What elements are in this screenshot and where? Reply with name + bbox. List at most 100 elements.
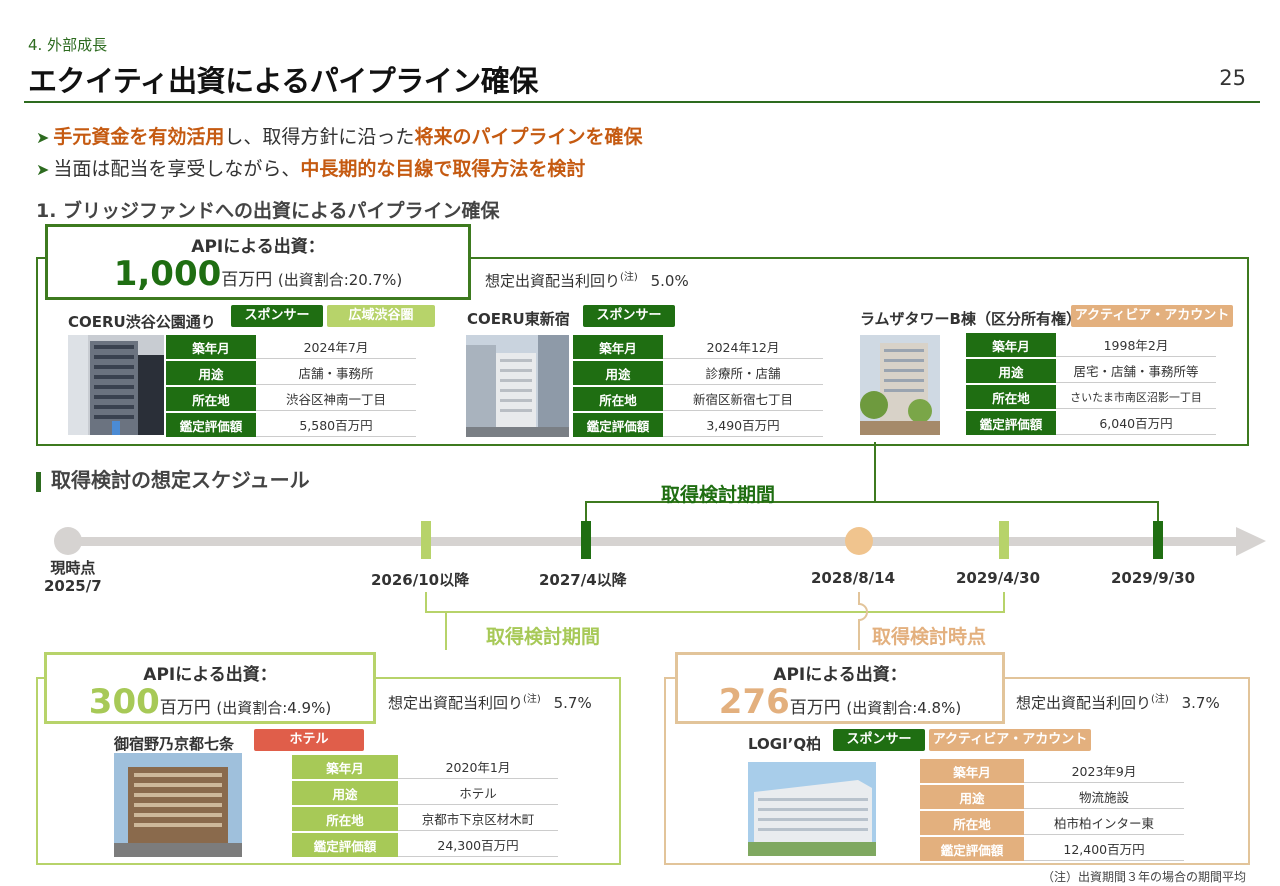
now-text: 現時点	[50, 559, 96, 577]
row-value: さいたま市南区沼影一丁目	[1056, 385, 1216, 409]
property-photo-coeru-higashishinjuku	[466, 335, 569, 437]
yield-value: 3.7%	[1181, 694, 1220, 712]
yield-value: 5.0%	[650, 272, 689, 290]
investment-label: APIによる出資：	[143, 665, 277, 685]
bullet-2-part-1: 当面は配当を享受しながら、	[53, 158, 301, 180]
row-key: 用途	[573, 361, 663, 385]
property-photo-ramza-tower	[860, 335, 940, 435]
investment-unit: 百万円	[159, 698, 211, 718]
table-row: 用途診療所・店舗	[573, 361, 823, 385]
bullet-2-part-2: 中長期的な目線で取得方法を検討	[300, 158, 586, 180]
table-row: 所在地新宿区新宿七丁目	[573, 387, 823, 411]
schedule-title: 取得検討の想定スケジュール	[36, 464, 310, 493]
tag-sponsor: スポンサー	[833, 729, 925, 751]
row-key: 築年月	[292, 755, 398, 779]
row-key: 築年月	[573, 335, 663, 359]
tag-activia-account: アクティビア・アカウント	[1071, 305, 1233, 327]
row-value: 京都市下京区材木町	[398, 807, 558, 831]
now-date: 2025/7	[44, 577, 102, 595]
row-key: 築年月	[166, 335, 256, 359]
row-value: 2024年12月	[663, 335, 823, 359]
yield-label: 想定出資配当利回り	[388, 694, 524, 712]
row-value: 柏市柏インター東	[1024, 811, 1184, 835]
row-key: 用途	[166, 361, 256, 385]
row-value: 診療所・店舗	[663, 361, 823, 385]
property-name: COERU渋谷公園通り	[68, 313, 216, 331]
now-label: 現時点 2025/7	[44, 559, 102, 595]
top-investment-box: APIによる出資： 1,000百万円 (出資割合:20.7%)	[45, 224, 471, 300]
subheading: 1. ブリッジファンドへの出資によるパイプライン確保	[36, 200, 500, 222]
table-row: 所在地渋谷区神南一丁目	[166, 387, 416, 411]
page-number: 25	[1219, 66, 1246, 90]
investment-ratio: (出資割合:4.9%)	[216, 699, 332, 717]
row-value: 2023年9月	[1024, 759, 1184, 783]
bottom-left-yield: 想定出資配当利回り(注) 5.7%	[388, 690, 592, 713]
point-bottom-right-label: 取得検討時点	[872, 626, 987, 648]
property-photo-coeru-shibuya	[68, 335, 164, 435]
table-row: 用途ホテル	[292, 781, 558, 805]
row-value: 渋谷区神南一丁目	[256, 387, 416, 411]
row-key: 用途	[292, 781, 398, 805]
investment-unit: 百万円	[789, 698, 841, 718]
tag-hotel: ホテル	[254, 729, 364, 751]
tag-area: 広域渋谷圏	[327, 305, 435, 327]
bullet-1-part-3: 将来のパイプラインを確保	[414, 126, 643, 148]
title-rule	[24, 101, 1260, 103]
property-name: 御宿野乃京都七条	[114, 735, 235, 753]
row-value: 3,490百万円	[663, 413, 823, 437]
investment-amount: 276	[718, 682, 790, 722]
row-key: 所在地	[292, 807, 398, 831]
row-value: 5,580百万円	[256, 413, 416, 437]
row-value: 店舗・事務所	[256, 361, 416, 385]
row-key: 用途	[920, 785, 1024, 809]
row-key: 鑑定評価額	[166, 413, 256, 437]
investment-ratio: (出資割合:4.8%)	[846, 699, 962, 717]
yield-note: (注)	[523, 694, 541, 705]
row-key: 所在地	[166, 387, 256, 411]
date-2028-8-14: 2028/8/14	[811, 569, 896, 587]
top-fund-frame	[36, 257, 1249, 446]
row-key: 所在地	[966, 385, 1056, 409]
property-name: LOGI’Q柏	[748, 735, 822, 753]
row-key: 所在地	[573, 387, 663, 411]
row-value: 2024年7月	[256, 335, 416, 359]
investment-amount: 1,000	[113, 254, 222, 294]
top-yield: 想定出資配当利回り(注) 5.0%	[485, 268, 689, 291]
table-row: 用途店舗・事務所	[166, 361, 416, 385]
property-photo-onyado-kyoto	[114, 753, 242, 857]
property-name: COERU東新宿	[467, 310, 570, 328]
table-row: 用途居宅・店舗・事務所等	[966, 359, 1216, 383]
bottom-right-investment-box: APIによる出資： 276百万円 (出資割合:4.8%)	[675, 652, 1005, 724]
tag-sponsor: スポンサー	[583, 305, 675, 327]
page-title: エクイティ出資によるパイプライン確保	[28, 64, 538, 98]
section-label: 4. 外部成長	[28, 36, 108, 54]
row-value: 6,040百万円	[1056, 411, 1216, 435]
row-key: 築年月	[920, 759, 1024, 783]
row-key: 鑑定評価額	[920, 837, 1024, 861]
investment-amount-line: 276百万円 (出資割合:4.8%)	[678, 682, 1002, 722]
period-bottom-left-label: 取得検討期間	[486, 626, 601, 648]
row-key: 鑑定評価額	[966, 411, 1056, 435]
timeline	[54, 442, 1266, 650]
row-value: 居宅・店舗・事務所等	[1056, 359, 1216, 383]
footnote: （注）出資期間３年の場合の期間平均	[1041, 870, 1246, 884]
investment-amount-line: 300百万円 (出資割合:4.9%)	[47, 682, 373, 722]
tag-sponsor: スポンサー	[231, 305, 323, 327]
row-key: 築年月	[966, 333, 1056, 357]
row-value: 2020年1月	[398, 755, 558, 779]
tag-activia-account: アクティビア・アカウント	[929, 729, 1091, 751]
table-row: 所在地柏市柏インター東	[920, 811, 1184, 835]
row-value: 24,300百万円	[398, 833, 558, 857]
arrow-icon: ➤	[36, 160, 50, 179]
bullet-2: ➤当面は配当を享受しながら、中長期的な目線で取得方法を検討	[36, 154, 585, 181]
date-2029-9-30: 2029/9/30	[1111, 569, 1196, 587]
row-key: 所在地	[920, 811, 1024, 835]
